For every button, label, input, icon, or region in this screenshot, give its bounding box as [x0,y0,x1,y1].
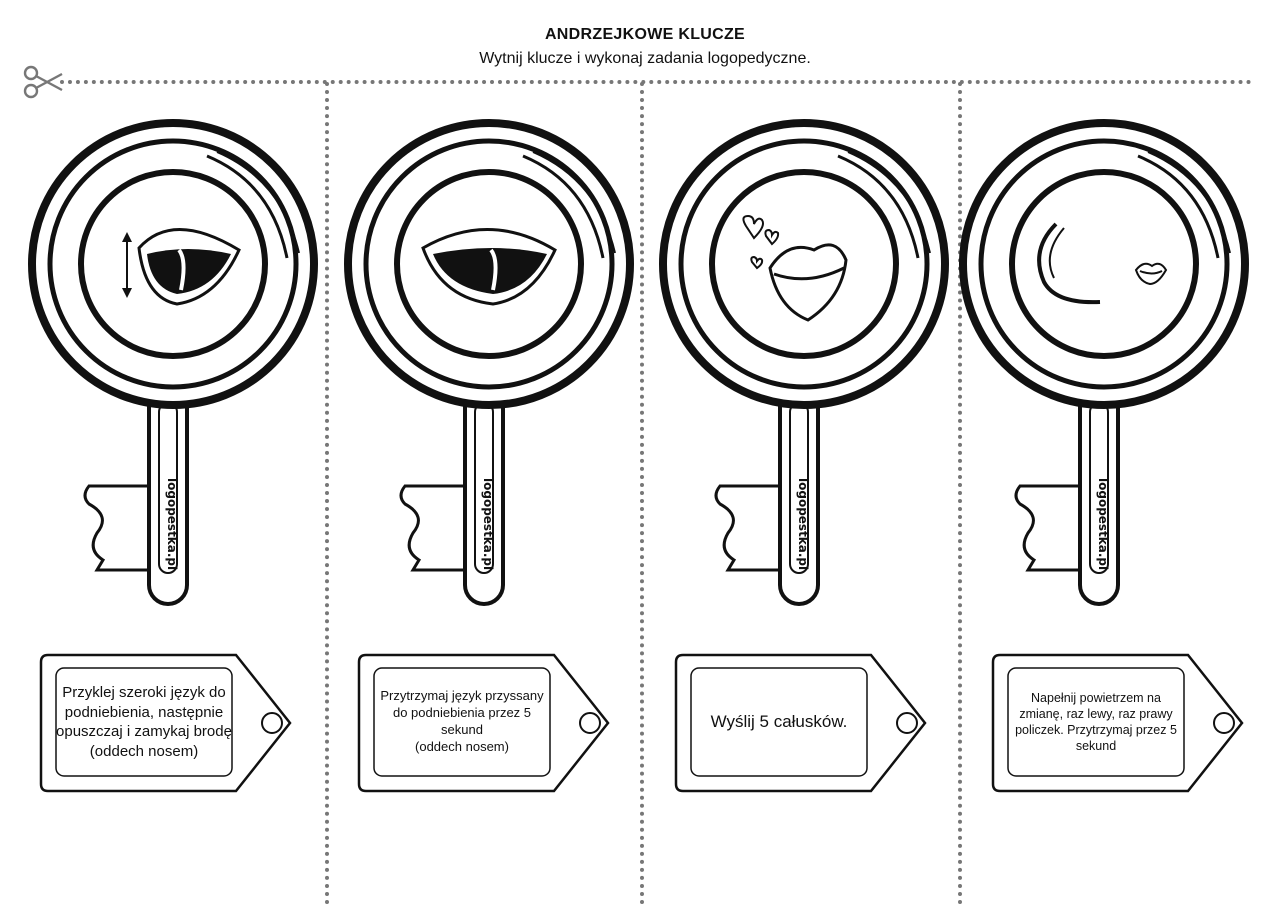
puffed-cheek-icon [1037,222,1168,305]
open-mouth-tongue-up-icon [421,228,557,306]
task-tag-4: Napełnij powietrzem na zmianę, raz lewy,… [990,652,1252,794]
brand-label: logopestka.pl [796,478,810,571]
kiss-lips-hearts-icon [742,214,848,322]
key-bit [83,484,151,572]
brand-label: logopestka.pl [1096,478,1110,571]
key-card-3: logopestka.pl [658,118,950,610]
task-text: Przyklej szeroki język do podniebienia, … [56,684,232,760]
scissors-icon [23,65,63,99]
tag-outline [991,653,1244,793]
brand-label: logopestka.pl [481,478,495,571]
key-bit [714,484,782,572]
brand-label: logopestka.pl [165,478,179,571]
tag-hole [1213,712,1235,734]
vertical-cut-line-2 [640,82,644,905]
task-tag-3: Wyślij 5 całusków. [673,652,935,794]
open-mouth-tongue-up-arrows-icon [122,228,241,306]
task-text: Wyślij 5 całusków. [710,711,848,731]
worksheet-subtitle: Wytnij klucze i wykonaj zadania logopedy… [479,50,811,67]
tag-outline [674,653,927,793]
key-card-2: logopestka.pl [343,118,635,610]
tag-outline [357,653,610,793]
tag-hole [579,712,601,734]
worksheet-title: ANDRZEJKOWE KLUCZE [544,26,746,43]
key-card-1: logopestka.pl [27,118,319,610]
vertical-cut-line-1 [325,82,329,905]
task-tag-1: Przyklej szeroki język do podniebienia, … [38,652,300,794]
tag-hole [261,712,283,734]
tag-hole [896,712,918,734]
task-text: Przytrzymaj język przyssany do podniebie… [380,688,544,754]
key-card-4: logopestka.pl [958,118,1250,610]
key-ring-inner [1009,169,1199,359]
tag-outline [39,653,292,793]
task-tag-2: Przytrzymaj język przyssany do podniebie… [356,652,618,794]
horizontal-cut-line [60,80,1252,84]
key-bit [1014,484,1082,572]
vertical-cut-line-3 [958,82,962,905]
task-text: Napełnij powietrzem na zmianę, raz lewy,… [1015,690,1177,754]
key-bit [399,484,467,572]
